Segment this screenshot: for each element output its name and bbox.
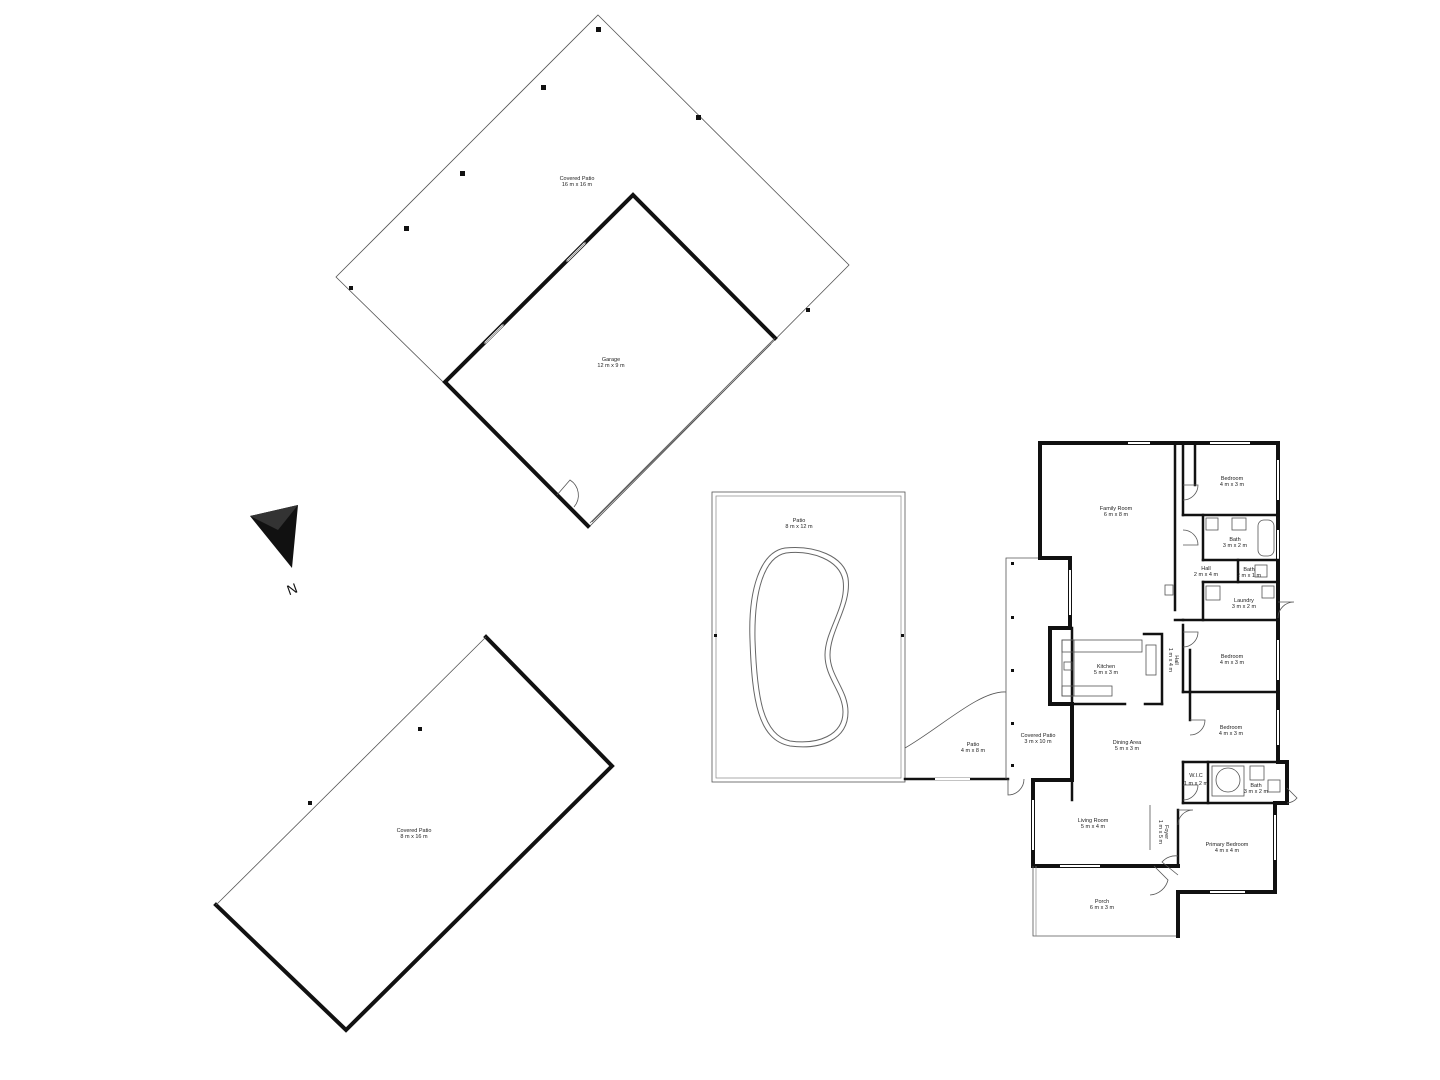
patio-post xyxy=(308,801,312,805)
room-name: Primary Bedroom xyxy=(1206,842,1249,848)
laundry-tub xyxy=(1261,585,1275,599)
washer xyxy=(1205,585,1221,601)
patio-post xyxy=(596,27,601,32)
room-name: Family Room xyxy=(1100,506,1133,512)
room-dims: 6 m x 3 m xyxy=(1090,905,1115,911)
room-name: Covered Patio xyxy=(560,176,595,182)
room-name: Bedroom xyxy=(1220,725,1243,731)
house-walls xyxy=(1031,441,1289,938)
room-dims: 4 m x 3 m xyxy=(1220,660,1245,666)
room-name: Dining Area xyxy=(1113,740,1142,746)
room-name: Bedroom xyxy=(1221,476,1244,482)
room-dims: 5 m x 4 m xyxy=(1081,824,1106,830)
room-name: Covered Patio xyxy=(1021,733,1056,739)
room-dims: 6 m x 8 m xyxy=(1104,512,1129,518)
room-dims: 4 m x 4 m xyxy=(1215,848,1240,854)
shower xyxy=(1205,517,1219,531)
garage-door-swing xyxy=(556,479,579,508)
room-dims: 1 m x 2 m xyxy=(1184,781,1209,787)
corner-bath xyxy=(1215,767,1241,793)
vanity xyxy=(1231,517,1247,531)
garage-walls xyxy=(442,192,778,529)
room-dims: 5 m x 3 m xyxy=(1115,746,1140,752)
room-name: Covered Patio xyxy=(397,828,432,834)
room-dims: 3 m x 10 m xyxy=(1024,739,1052,745)
patio-door-swing xyxy=(1007,778,1025,796)
covered-patio-lower-outline xyxy=(213,634,615,1033)
room-dims: 3 m x 2 m xyxy=(1244,789,1269,795)
room-dims: 16 m x 16 m xyxy=(562,182,593,188)
room-dims: 4 m x 3 m xyxy=(1219,731,1244,737)
room-dims: 4 m x 3 m xyxy=(1220,482,1245,488)
room-dims: 2 m x 4 m xyxy=(1194,572,1219,578)
bathtub xyxy=(1257,519,1275,557)
patio-pool-outline xyxy=(711,491,906,783)
patio-post xyxy=(418,727,422,731)
room-dims: 8 m x 12 m xyxy=(785,524,813,530)
patio-small-outline xyxy=(903,691,1010,781)
room-name: Foyer xyxy=(1163,825,1169,839)
room-dims: 1 m x 5 m xyxy=(1157,820,1163,845)
patio-post xyxy=(349,286,353,290)
room-name: Bedroom xyxy=(1221,654,1244,660)
room-dims: 12 m x 9 m xyxy=(597,363,625,369)
north-label: N xyxy=(285,580,300,598)
patio-post xyxy=(806,308,810,312)
covered-patio-large-outline xyxy=(335,14,850,527)
north-arrow[interactable]: N xyxy=(250,505,299,598)
room-name: Bath xyxy=(1243,567,1254,573)
room-name: Bath xyxy=(1229,537,1240,543)
room-labels: Covered Patio 16 m x 16 m Garage 12 m x … xyxy=(397,176,1269,911)
pool-outline xyxy=(749,547,849,748)
room-dims: 2 m x 1 m xyxy=(1237,573,1262,579)
patio-post xyxy=(541,85,546,90)
room-name: Garage xyxy=(602,357,620,363)
room-name: Patio xyxy=(967,742,980,748)
patio-post xyxy=(404,226,409,231)
room-name: Bath xyxy=(1250,783,1261,789)
covered-patio-side-outline xyxy=(1005,557,1070,796)
fireplace xyxy=(1164,584,1174,596)
room-name: Laundry xyxy=(1234,598,1254,604)
patio-post xyxy=(460,171,465,176)
room-name: W.I.C xyxy=(1189,773,1202,779)
room-name: Kitchen xyxy=(1097,664,1115,670)
room-dims: 5 m x 3 m xyxy=(1094,670,1119,676)
room-dims: 1 m x 4 m xyxy=(1167,648,1173,673)
room-dims: 8 m x 16 m xyxy=(400,834,428,840)
room-dims: 3 m x 2 m xyxy=(1223,543,1248,549)
porch-outline xyxy=(1032,866,1176,937)
patio-post xyxy=(696,115,701,120)
room-name: Living Room xyxy=(1078,818,1109,824)
room-dims: 3 m x 2 m xyxy=(1232,604,1257,610)
room-name: Patio xyxy=(793,518,806,524)
room-name: Porch xyxy=(1095,899,1109,905)
fixtures xyxy=(1061,484,1298,896)
room-name: Hall xyxy=(1201,566,1210,572)
room-dims: 4 m x 8 m xyxy=(961,748,986,754)
room-name: Hall xyxy=(1173,655,1179,664)
